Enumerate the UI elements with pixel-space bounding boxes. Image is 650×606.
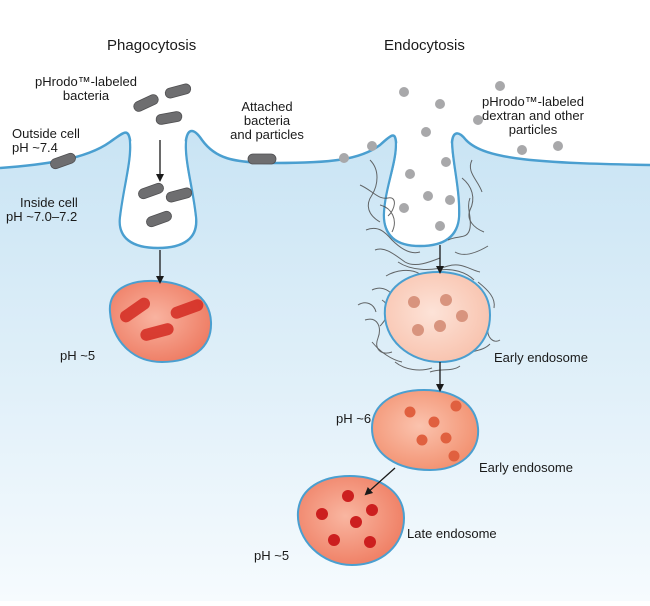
label-line: pHrodo™-labeled (35, 74, 137, 89)
early-2-particles (404, 400, 462, 462)
label-line: bacteria (243, 113, 291, 128)
label-line: dextran and other (482, 108, 584, 123)
late-particles (316, 490, 378, 548)
phagosome-bacteria (119, 297, 204, 341)
endocytic-pit (385, 143, 459, 244)
red-bacterium (119, 297, 151, 323)
label-ph-phagosome: pH ~5 (60, 348, 96, 363)
bacterium (165, 187, 193, 203)
label-ph-late: pH ~5 (254, 548, 290, 563)
label-line: particles (508, 122, 558, 137)
flow-arrows (156, 140, 444, 496)
early-endosome-2 (370, 388, 480, 472)
label-line: bacteria (62, 88, 110, 103)
label-line: Attached (241, 99, 293, 114)
red-bacterium (170, 299, 204, 319)
early-endosome-1 (383, 270, 492, 364)
early-1-particles (408, 294, 468, 336)
bacterium (50, 152, 76, 170)
bacterium (164, 83, 192, 99)
label-early-endosome-1: Early endosome (494, 350, 588, 365)
label-early-endosome-2: Early endosome (479, 460, 573, 475)
phagosome (108, 279, 213, 364)
label-line: pH ~7.0–7.2 (6, 209, 78, 224)
label-line: pH ~7.4 (12, 140, 58, 155)
arrow-to-late (364, 467, 396, 496)
label-attached: Attached bacteria and particles (212, 100, 322, 142)
bacterium (146, 210, 172, 228)
dextran-particles (339, 81, 563, 231)
label-phrodo-dextran: pHrodo™-labeled dextran and other partic… (458, 95, 608, 137)
title-phagocytosis: Phagocytosis (107, 37, 197, 54)
title-endocytosis: Endocytosis (384, 37, 465, 54)
red-bacterium (140, 323, 174, 341)
label-inside-cell: Inside cell pH ~7.0–7.2 (6, 196, 78, 224)
bacteria-group (50, 83, 277, 228)
label-phrodo-bacteria: pHrodo™-labeled bacteria (20, 75, 152, 103)
label-line: Outside cell (12, 126, 80, 141)
label-line: and particles (230, 127, 304, 142)
bacterium (138, 182, 164, 200)
membrane (0, 129, 650, 250)
label-outside-cell: Outside cell pH ~7.4 (12, 127, 80, 155)
bacterium (155, 111, 183, 125)
bacterium (247, 153, 277, 165)
label-line: Inside cell (20, 195, 78, 210)
bacterium (133, 94, 159, 112)
label-late-endosome: Late endosome (407, 526, 497, 541)
label-line: pHrodo™-labeled (482, 94, 584, 109)
label-ph-early-2: pH ~6 (336, 411, 372, 426)
